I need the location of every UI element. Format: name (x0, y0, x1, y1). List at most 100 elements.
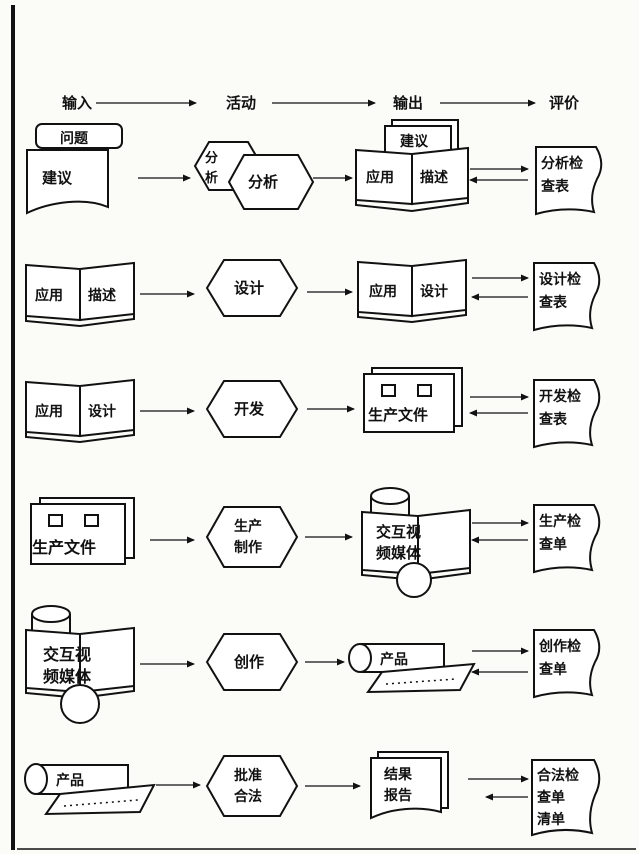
header-evaluation: 评价 (549, 94, 580, 112)
report-label-1: 结果 (384, 766, 413, 783)
activity-hexagon: 创作 (205, 633, 299, 691)
media-disc-top (370, 487, 410, 505)
book-left-label: 应用 (35, 287, 63, 304)
document-label: 建议 (42, 169, 73, 187)
activity-hexagon: 设计 (205, 259, 299, 317)
checklist-label-2: 查表 (539, 411, 568, 428)
input-book: 应用 设计 (25, 378, 135, 444)
row-4: 生产文件 生产 制作 交互视 频媒体 生产检 查单 (30, 487, 601, 598)
activity-hexagon-stack: 分 析 分析 (193, 141, 315, 210)
checklist-label-1: 合法检 (537, 767, 579, 784)
checklist-label-2: 查表 (541, 178, 570, 195)
output-result-report: 结果 报告 (370, 751, 449, 820)
file-front (363, 373, 455, 433)
hexagon-front-label: 分析 (248, 173, 278, 191)
book-spine (25, 314, 135, 328)
input-book: 应用 描述 (25, 261, 135, 328)
row-6: 产品 批准 合法 结果 报告 合法检 查单 清单 (24, 751, 601, 837)
checklist-label-1: 开发检 (539, 388, 581, 405)
hexagon-shape (205, 755, 299, 817)
activity-hexagon: 生产 制作 (205, 506, 299, 568)
hexagon-label-2: 制作 (234, 539, 262, 556)
header-input: 输入 (62, 94, 92, 112)
media-disc-top (31, 605, 71, 623)
media-label-1: 交互视 (43, 645, 91, 664)
report-front (370, 757, 442, 820)
checklist-label-3: 清单 (537, 811, 565, 828)
hexagon-shape (205, 633, 299, 691)
evaluation-checklist: 生产检 查单 (533, 504, 601, 574)
media-reel (60, 684, 100, 724)
book-spine (355, 198, 469, 213)
book-right-label: 描述 (420, 169, 448, 186)
hexagon-shape (205, 380, 299, 438)
checklist-label-1: 分析检 (541, 155, 583, 172)
activity-hexagon: 开发 (205, 380, 299, 438)
book-left-label: 应用 (35, 403, 63, 420)
checklist-label-1: 创作检 (538, 638, 581, 655)
evaluation-checklist: 合法检 查单 清单 (531, 759, 601, 837)
hexagon-label-1: 批准 (234, 767, 262, 784)
book-right-label: 设计 (420, 283, 448, 300)
checklist-shape (533, 379, 601, 449)
checklist-shape (533, 629, 601, 699)
hexagon-back-label-1: 分 (205, 150, 218, 166)
document-tab (35, 123, 123, 149)
evaluation-checklist: 分析检 查表 (535, 146, 603, 216)
media-label-2: 频媒体 (376, 544, 422, 562)
checklist-label-1: 生产检 (539, 513, 581, 530)
product-label: 产品 (380, 651, 408, 668)
output-production-files: 生产文件 (363, 367, 463, 433)
media-label-1: 交互视 (376, 523, 421, 541)
checklist-label-2: 查单 (539, 536, 567, 553)
checklist-label-1: 设计检 (539, 271, 581, 288)
header-output: 输出 (393, 94, 423, 112)
activity-hexagon: 批准 合法 (205, 755, 299, 817)
hexagon-label-1: 创作 (233, 653, 264, 671)
file-frame-icon (84, 514, 99, 527)
book-left-label: 应用 (369, 283, 397, 300)
hexagon-back-label-2: 析 (205, 170, 218, 186)
file-front (30, 503, 126, 565)
evaluation-checklist: 设计检 查表 (533, 262, 601, 332)
checklist-shape (535, 146, 603, 216)
row-5: 交互视 频媒体 创作 产品 创作检 查单 (25, 605, 601, 724)
hexagon-label-2: 合法 (234, 788, 262, 805)
printer-paper (366, 662, 476, 694)
output-interactive-video-media: 交互视 频媒体 (361, 487, 471, 598)
book-left-label: 应用 (366, 169, 394, 186)
product-label: 产品 (56, 772, 84, 789)
input-interactive-video-media: 交互视 频媒体 (25, 605, 135, 724)
hexagon-front (227, 154, 315, 210)
input-product-printer: 产品 (24, 763, 156, 816)
hexagon-label-1: 设计 (234, 279, 264, 297)
output-book: 应用 设计 (357, 258, 467, 324)
row-1: 问题 建议 分 析 分析 建议 应用 描述 分析检 查表 (26, 119, 603, 216)
files-label: 生产文件 (32, 538, 96, 557)
input-document: 问题 建议 (26, 123, 123, 215)
media-label-2: 频媒体 (43, 667, 92, 686)
printer-roller (24, 763, 48, 795)
document-tab-label: 问题 (60, 130, 89, 147)
checklist-shape (533, 504, 601, 574)
output-card-and-book: 建议 应用 描述 (355, 119, 469, 213)
checklist-shape (533, 262, 601, 332)
header-activity: 活动 (226, 94, 256, 112)
checklist-label-2: 查单 (539, 661, 567, 678)
card-label: 建议 (400, 133, 429, 150)
output-product-printer: 产品 (348, 643, 476, 694)
checklist-label-2: 查单 (537, 789, 565, 806)
checklist-label-2: 查表 (539, 294, 568, 311)
input-production-files: 生产文件 (30, 497, 135, 565)
hexagon-shape (205, 506, 299, 568)
file-frame-icon (417, 384, 432, 397)
header: 输入 活动 输出 评价 (62, 94, 580, 112)
book-spine (25, 430, 135, 444)
report-label-2: 报告 (384, 787, 412, 804)
document-shape (26, 149, 109, 215)
printer-paper-dots (63, 799, 139, 807)
file-frame-icon (48, 514, 63, 527)
file-frame-icon (381, 384, 396, 397)
